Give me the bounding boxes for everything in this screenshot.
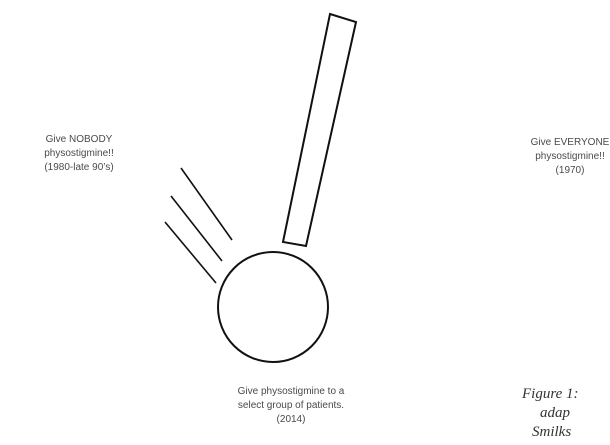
label-bottom-line2: select group of patients. [216,399,366,413]
motion-line-1 [181,168,232,240]
pendulum-rod [283,14,356,246]
motion-line-2 [171,196,222,261]
label-give-everyone: Give EVERYONE physostigmine!! (1970) [505,136,610,178]
label-give-nobody: Give NOBODY physostigmine!! (1980-late 9… [14,133,144,175]
label-select-group: Give physostigmine to a select group of … [216,385,366,427]
label-left-line3: (1980-late 90’s) [14,161,144,175]
label-bottom-line3: (2014) [216,413,366,427]
label-left-line1: Give NOBODY [14,133,144,147]
motion-line-3 [165,222,216,283]
label-left-line2: physostigmine!! [14,147,144,161]
caption-line1: Figure 1: [522,385,579,404]
label-bottom-line1: Give physostigmine to a [216,385,366,399]
label-right-line2: physostigmine!! [505,150,610,164]
pendulum-bob [218,252,328,362]
label-right-line1: Give EVERYONE [505,136,610,150]
caption-line2: adap [522,404,579,423]
figure-caption: Figure 1: adap Smilks [522,385,579,442]
caption-line3: Smilks [522,423,579,442]
label-right-line3: (1970) [505,164,610,178]
